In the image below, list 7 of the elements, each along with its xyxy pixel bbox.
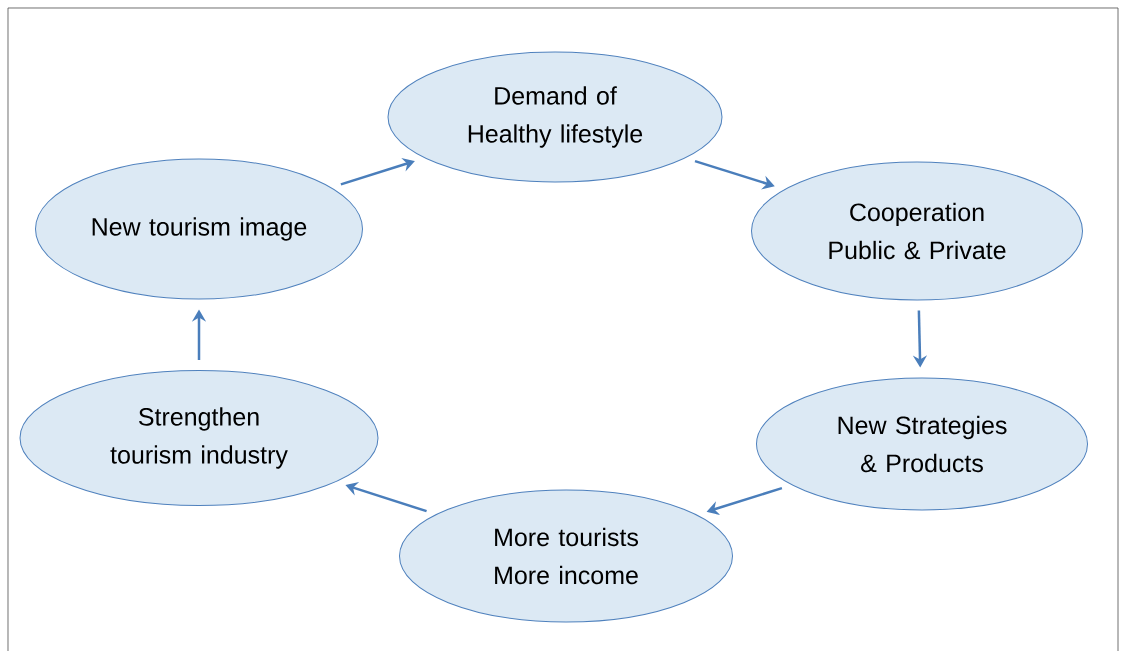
- ellipse-node: More tourists More income: [399, 489, 733, 623]
- ellipse-node: New tourism image: [35, 158, 363, 300]
- ellipse-node: Strengthen tourism industry: [19, 370, 379, 506]
- ellipse-node: Cooperation Public & Private: [751, 161, 1083, 301]
- ellipse-node: New Strategies & Products: [756, 377, 1088, 511]
- arrow: [340, 157, 415, 186]
- ellipse-node: Demand of Healthy lifestyle: [387, 51, 723, 183]
